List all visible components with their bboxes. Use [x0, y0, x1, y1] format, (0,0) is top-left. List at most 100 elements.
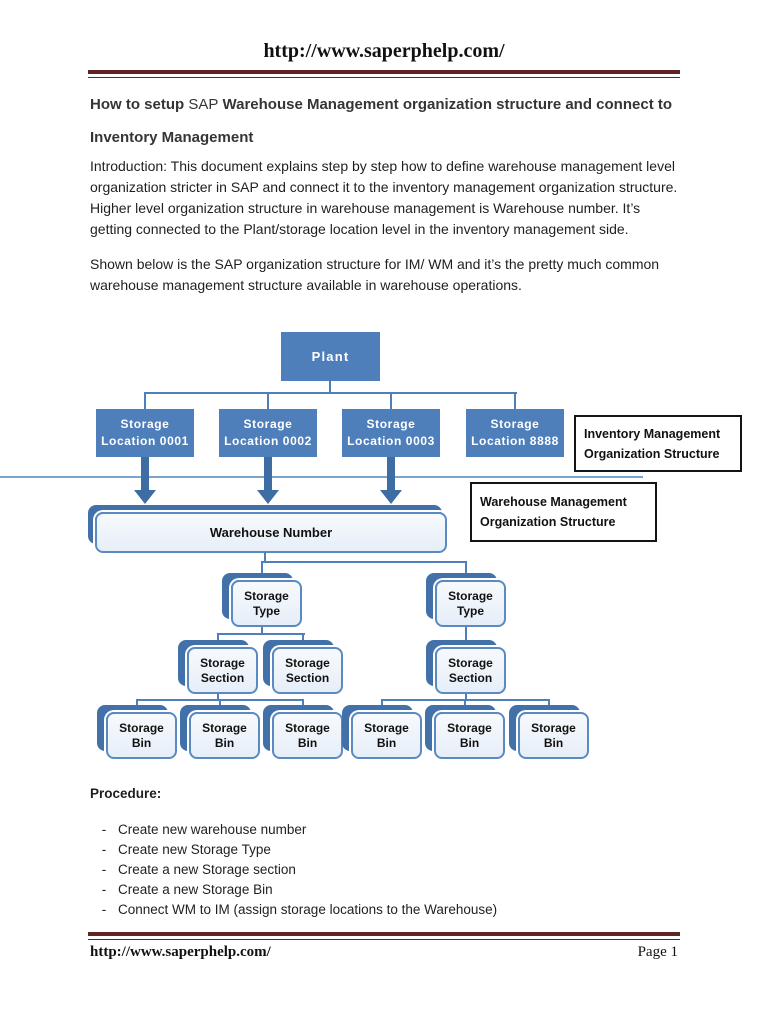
box-label: Type	[252, 603, 281, 618]
warehouse-number-box: Warehouse Number	[88, 505, 447, 553]
header-url: http://www.saperphelp.com/	[263, 40, 505, 62]
box-label: Storage	[285, 655, 330, 670]
storage-location-box: Storage Location 0001	[96, 409, 194, 457]
box-label: Bin	[297, 735, 318, 750]
list-item-text: Create a new Storage section	[118, 862, 296, 877]
connector-line	[390, 392, 392, 409]
title-segment-sap: SAP	[188, 96, 219, 113]
box-label: Storage	[200, 655, 245, 670]
storage-bin-box: Storage Bin	[425, 705, 505, 759]
box-label: Storage	[364, 720, 409, 735]
arrow-head	[134, 490, 156, 504]
procedure-list: -Create new warehouse number -Create new…	[90, 820, 497, 920]
box-label: Storage	[531, 720, 576, 735]
im-wm-divider-line	[0, 476, 643, 478]
box-label: Location 0001	[101, 434, 189, 448]
connector-line	[219, 699, 221, 706]
connector-line	[136, 699, 138, 706]
list-item-text: Create new warehouse number	[118, 822, 307, 837]
page-title: How to setup SAP Warehouse Management or…	[90, 88, 682, 154]
box-label: Section	[200, 670, 245, 685]
list-item: -Create new warehouse number	[90, 820, 497, 840]
arrow-shaft	[264, 457, 272, 490]
intro-paragraph: Introduction: This document explains ste…	[90, 158, 678, 237]
connector-line	[465, 561, 467, 574]
warehouse-management-label: Warehouse Management Organization Struct…	[470, 482, 657, 542]
connector-line	[464, 699, 466, 706]
down-arrow-icon	[380, 457, 402, 504]
footer-rule	[88, 932, 680, 940]
box-label: Storage	[490, 417, 540, 431]
box-label: Section	[285, 670, 330, 685]
connector-line	[217, 633, 305, 635]
storage-bin-box: Storage Bin	[180, 705, 260, 759]
plant-box: Plant	[281, 332, 380, 381]
connector-line	[261, 561, 263, 574]
box-label: Storage	[119, 720, 164, 735]
storage-bin-box: Storage Bin	[342, 705, 422, 759]
connector-line	[514, 392, 516, 409]
connector-line	[144, 392, 146, 409]
list-item: -Connect WM to IM (assign storage locati…	[90, 900, 497, 920]
connector-line	[217, 694, 219, 701]
connector-line	[144, 392, 517, 394]
inventory-management-label: Inventory Management Organization Struct…	[574, 415, 742, 472]
box-label: Bin	[543, 735, 564, 750]
box-label: Storage	[120, 417, 170, 431]
arrow-head	[380, 490, 402, 504]
connector-line	[329, 381, 331, 394]
procedure-heading: Procedure:	[90, 786, 162, 801]
connector-line	[217, 633, 219, 642]
storage-type-box: Storage Type	[426, 573, 506, 627]
storage-bin-box: Storage Bin	[263, 705, 343, 759]
storage-section-box: Storage Section	[263, 640, 343, 694]
label-line: Inventory Management	[584, 426, 721, 441]
connector-line	[548, 699, 550, 706]
title-segment: How to setup	[90, 96, 189, 113]
connector-line	[381, 699, 383, 706]
box-label: Storage	[448, 588, 493, 603]
overview-paragraph: Shown below is the SAP organization stru…	[90, 256, 660, 293]
box-label: Bin	[131, 735, 152, 750]
label-line: Organization Structure	[480, 515, 616, 529]
list-item-text: Connect WM to IM (assign storage locatio…	[118, 902, 498, 917]
connector-line	[465, 694, 467, 701]
connector-line	[261, 627, 263, 635]
storage-bin-box: Storage Bin	[97, 705, 177, 759]
box-label: Location 0003	[347, 434, 435, 448]
bullet-dash: -	[101, 902, 107, 917]
connector-line	[264, 552, 266, 563]
list-item: -Create a new Storage Bin	[90, 880, 497, 900]
storage-bin-box: Storage Bin	[509, 705, 589, 759]
list-item: -Create a new Storage section	[90, 860, 497, 880]
arrow-shaft	[387, 457, 395, 490]
down-arrow-icon	[257, 457, 279, 504]
down-arrow-icon	[134, 457, 156, 504]
list-item-text: Create new Storage Type	[118, 842, 271, 857]
storage-location-box: Storage Location 8888	[466, 409, 564, 457]
box-label: Bin	[214, 735, 235, 750]
box-label: Storage	[244, 588, 289, 603]
box-label: Warehouse Number	[209, 525, 333, 540]
box-label: Bin	[376, 735, 397, 750]
connector-line	[302, 699, 304, 706]
bullet-dash: -	[101, 842, 107, 857]
header-rule	[88, 70, 680, 78]
list-item-text: Create a new Storage Bin	[118, 882, 273, 897]
bullet-dash: -	[101, 822, 107, 837]
arrow-head	[257, 490, 279, 504]
bullet-dash: -	[101, 862, 107, 877]
box-label: Storage	[448, 655, 493, 670]
box-label: Bin	[459, 735, 480, 750]
box-label: Location 0002	[224, 434, 312, 448]
connector-line	[261, 561, 467, 563]
footer-page-number: Page 1	[637, 944, 678, 960]
storage-section-box: Storage Section	[178, 640, 258, 694]
label-line: Organization Structure	[584, 446, 720, 461]
box-label: Storage	[202, 720, 247, 735]
connector-line	[302, 633, 304, 642]
storage-section-box: Storage Section	[426, 640, 506, 694]
storage-location-box: Storage Location 0003	[342, 409, 440, 457]
